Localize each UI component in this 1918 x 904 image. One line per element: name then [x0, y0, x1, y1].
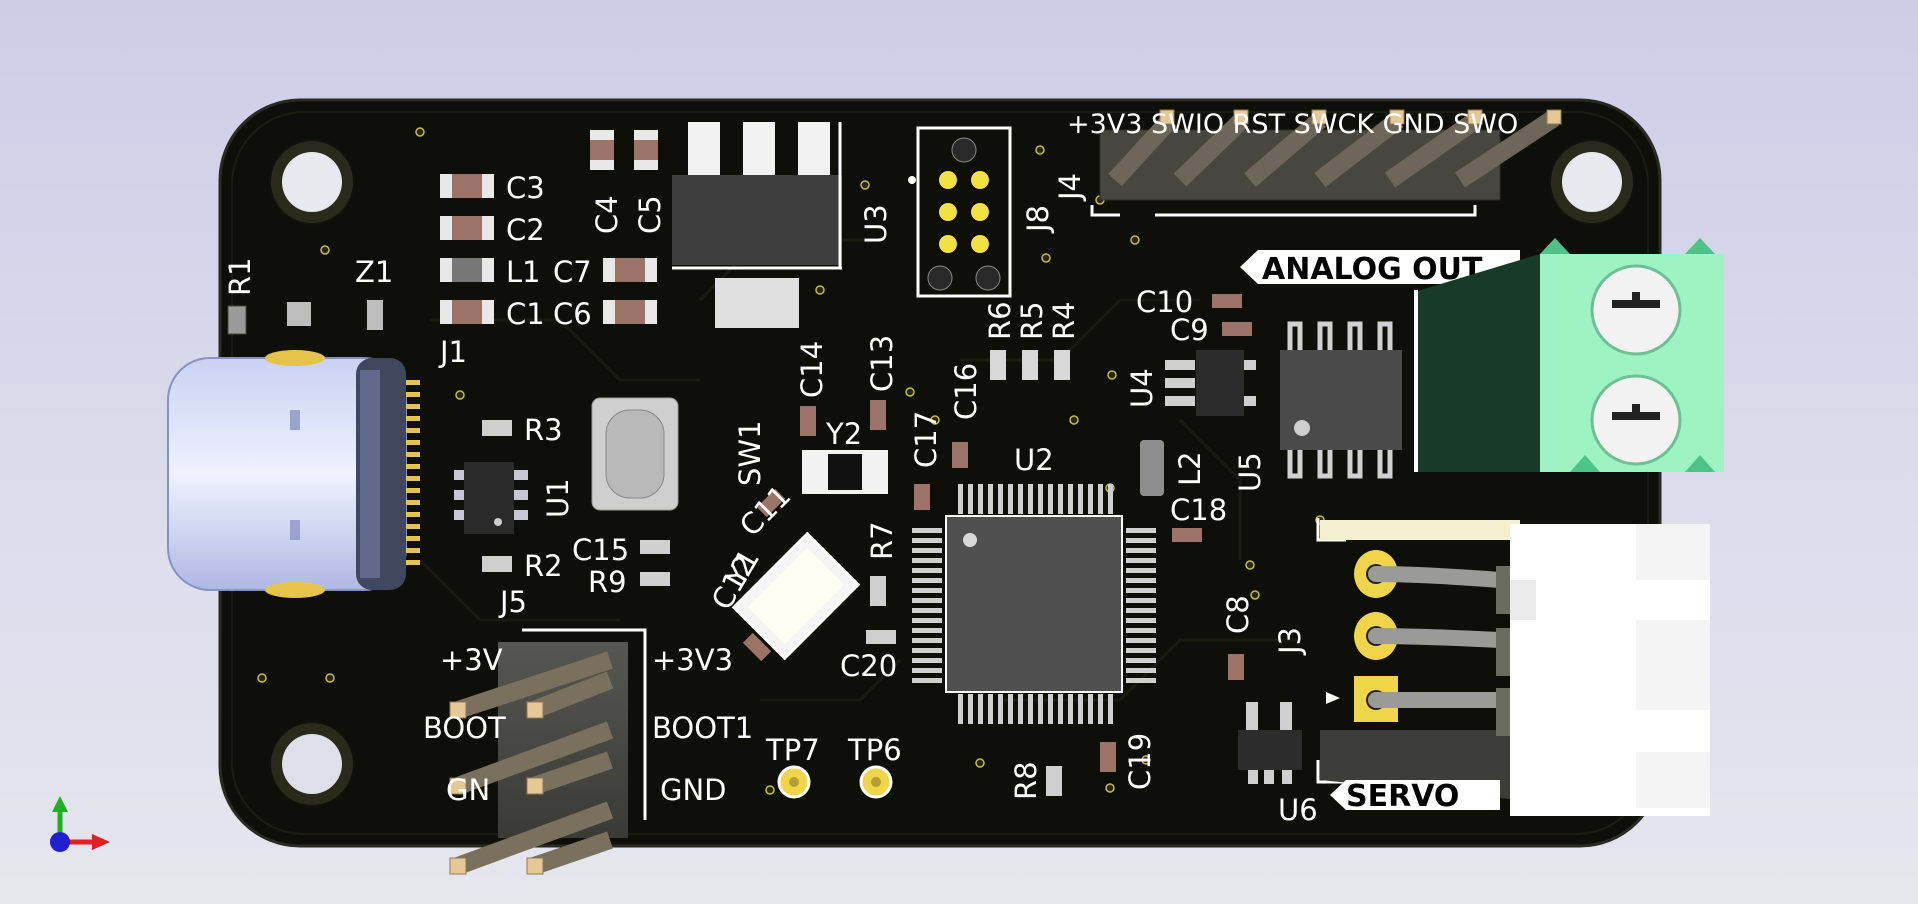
r4-label: R4	[1047, 301, 1081, 340]
u5-label: U5	[1233, 452, 1267, 492]
servo-banner: SERVO	[1346, 779, 1459, 814]
r8-label: R8	[1009, 761, 1043, 800]
j5-right-gnd: GND	[660, 773, 727, 807]
passives-power	[440, 130, 658, 324]
axes-gizmo-icon	[50, 796, 110, 852]
tp7-label: TP7	[765, 733, 820, 767]
c19-label: C19	[1123, 733, 1157, 790]
c16-label: C16	[949, 363, 983, 420]
r6-label: R6	[983, 301, 1017, 340]
j4-header	[1090, 109, 1562, 217]
l1-label: L1	[506, 255, 541, 289]
j5-left-gnd: GN	[446, 773, 490, 807]
c18-label: C18	[1170, 493, 1227, 527]
c17-label: C17	[909, 411, 943, 468]
r2-label: R2	[524, 549, 563, 583]
j1-label: J1	[438, 335, 467, 369]
usb-c-connector	[167, 350, 420, 598]
u4-chip	[1165, 350, 1256, 416]
c10-label: C10	[1136, 285, 1193, 319]
j3-label: J3	[1273, 627, 1307, 656]
y2-crystal	[802, 450, 888, 494]
u6-label: U6	[1278, 793, 1318, 827]
j5-left-3v3: +3V	[440, 643, 503, 677]
y1-crystal	[731, 531, 861, 661]
servo-connector	[1316, 518, 1710, 816]
u1-chip	[454, 462, 528, 534]
test-points	[777, 765, 893, 799]
j5-left-boot: BOOT	[423, 711, 506, 745]
j5-header	[449, 628, 647, 875]
c14-label: C14	[795, 341, 829, 398]
u1-label: U1	[541, 478, 575, 518]
z1-label: Z1	[355, 255, 393, 289]
c4-label: C4	[590, 195, 624, 234]
c5-label: C5	[633, 195, 667, 234]
l2-label: L2	[1173, 451, 1207, 486]
c2-label: C2	[506, 213, 545, 247]
u2-mcu	[912, 484, 1156, 724]
c15-label: C15	[572, 533, 629, 567]
u6-chip	[1238, 702, 1302, 784]
terminal-block	[1414, 238, 1724, 472]
c9-label: C9	[1170, 313, 1209, 347]
j5-label: J5	[498, 585, 527, 619]
r1-label: R1	[223, 257, 257, 296]
c1-label: C1	[506, 297, 545, 331]
c8-label: C8	[1221, 595, 1255, 634]
u4-label: U4	[1125, 368, 1159, 408]
y2-label: Y2	[825, 417, 862, 451]
c20-label: C20	[840, 649, 897, 683]
c6-label: C6	[553, 297, 592, 331]
j5-right-boot: BOOT1	[652, 711, 753, 745]
c3-label: C3	[506, 171, 545, 205]
tp6-label: TP6	[847, 733, 902, 767]
sw1-button	[591, 397, 679, 511]
r9-label: R9	[588, 565, 627, 599]
c13-label: C13	[865, 335, 899, 392]
u2-label: U2	[1014, 443, 1054, 477]
j8-label: J8	[1021, 205, 1055, 234]
u3-regulator	[672, 122, 842, 328]
j4-pin-labels: +3V3 SWIO RST SWCK GND SWO	[1067, 109, 1518, 140]
u5-chip	[1280, 321, 1402, 479]
r7-label: R7	[865, 521, 899, 560]
sw1-label: SW1	[733, 420, 767, 486]
analog-out-banner: ANALOG OUT	[1262, 252, 1483, 287]
r5-label: R5	[1015, 301, 1049, 340]
j8-header	[908, 126, 1012, 298]
j4-label: J4	[1053, 173, 1087, 202]
r3-label: R3	[524, 413, 563, 447]
j5-right-3v3: +3V3	[652, 643, 733, 677]
c7-label: C7	[553, 255, 592, 289]
mounting-holes	[269, 139, 1635, 807]
u3-label: U3	[859, 204, 893, 244]
